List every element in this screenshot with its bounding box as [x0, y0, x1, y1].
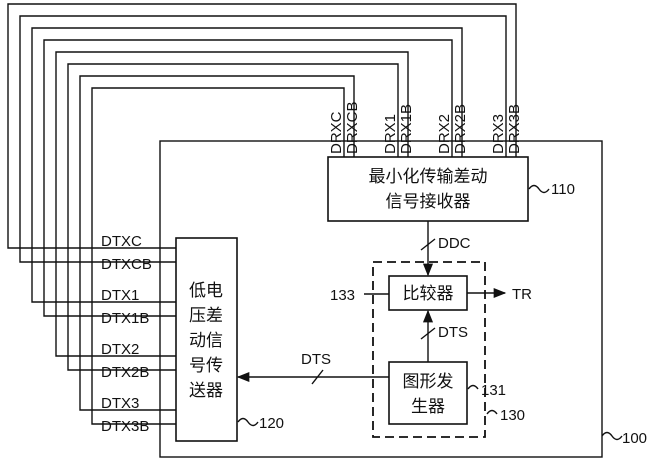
dtx3-label: DTX3: [101, 395, 139, 412]
ddc-label: DDC: [438, 235, 471, 252]
system-boundary: [159, 140, 603, 458]
dts-horizontal-slash: [311, 369, 324, 385]
receiver-title-line1: 最小化传输差动: [369, 167, 488, 187]
receiver-input-labels: DRXC DRXCB DRX1 DRX1B DRX2 DRX2B DRX3 DR…: [328, 101, 523, 154]
transmitter-ref-leader: [237, 417, 259, 427]
dts-vertical-slash: [420, 327, 436, 340]
pattern-generator-ref-leader: [467, 384, 479, 390]
comparator-ref: 133: [330, 287, 355, 304]
receiver-title-line2: 信号接收器: [386, 192, 471, 212]
dts-horizontal-label: DTS: [301, 351, 331, 368]
receiver-block: 最小化传输差动 信号接收器: [327, 156, 529, 222]
dtx3b-label: DTX3B: [101, 418, 149, 435]
transmitter-title-3: 动信: [189, 331, 223, 351]
test-block-ref: 130: [500, 407, 525, 424]
test-block-ref-leader: [486, 409, 498, 415]
dtxcb-label: DTXCB: [101, 256, 152, 273]
transmitter-output-labels: DTXC DTXCB DTX1 DTX1B DTX2 DTX2B DTX3 DT…: [101, 233, 152, 435]
dts-vertical-label: DTS: [438, 324, 468, 341]
drx2-label: DRX2: [436, 114, 453, 154]
drx2b-label: DRX2B: [452, 104, 469, 154]
drx3-label: DRX3: [490, 114, 507, 154]
transmitter-title-2: 压差: [189, 306, 223, 326]
dtx2-label: DTX2: [101, 341, 139, 358]
comparator-label: 比较器: [403, 284, 454, 304]
receiver-ref-leader: [528, 184, 550, 194]
dtxc-label: DTXC: [101, 233, 142, 250]
receiver-ref: 110: [551, 181, 575, 198]
drx3b-label: DRX3B: [506, 104, 523, 154]
tr-label: TR: [512, 286, 532, 303]
differential-loop-wires: [7, 3, 517, 425]
pattern-generator-block: 图形发 生器: [388, 361, 468, 425]
ddc-bus-slash: [420, 238, 436, 251]
transmitter-title-4: 号传: [189, 356, 223, 376]
pattern-generator-line2: 生器: [411, 397, 445, 417]
pattern-generator-ref: 131: [481, 382, 506, 399]
system-ref: 100: [622, 430, 647, 447]
drxcb-label: DRXCB: [344, 101, 361, 154]
dtx1-label: DTX1: [101, 287, 139, 304]
dtx1b-label: DTX1B: [101, 310, 149, 327]
drxc-label: DRXC: [328, 111, 345, 154]
pattern-generator-line1: 图形发: [403, 372, 454, 392]
comparator-block: 比较器: [388, 275, 468, 311]
drx1b-label: DRX1B: [398, 104, 415, 154]
dtx2b-label: DTX2B: [101, 364, 149, 381]
transmitter-title-1: 低电: [189, 281, 223, 301]
transmitter-block: 低电 压差 动信 号传 送器: [175, 237, 238, 442]
system-ref-leader: [601, 431, 623, 441]
test-block: [372, 261, 486, 438]
transmitter-title-5: 送器: [189, 381, 223, 401]
transmitter-ref: 120: [259, 415, 284, 432]
drx1-label: DRX1: [382, 114, 399, 154]
